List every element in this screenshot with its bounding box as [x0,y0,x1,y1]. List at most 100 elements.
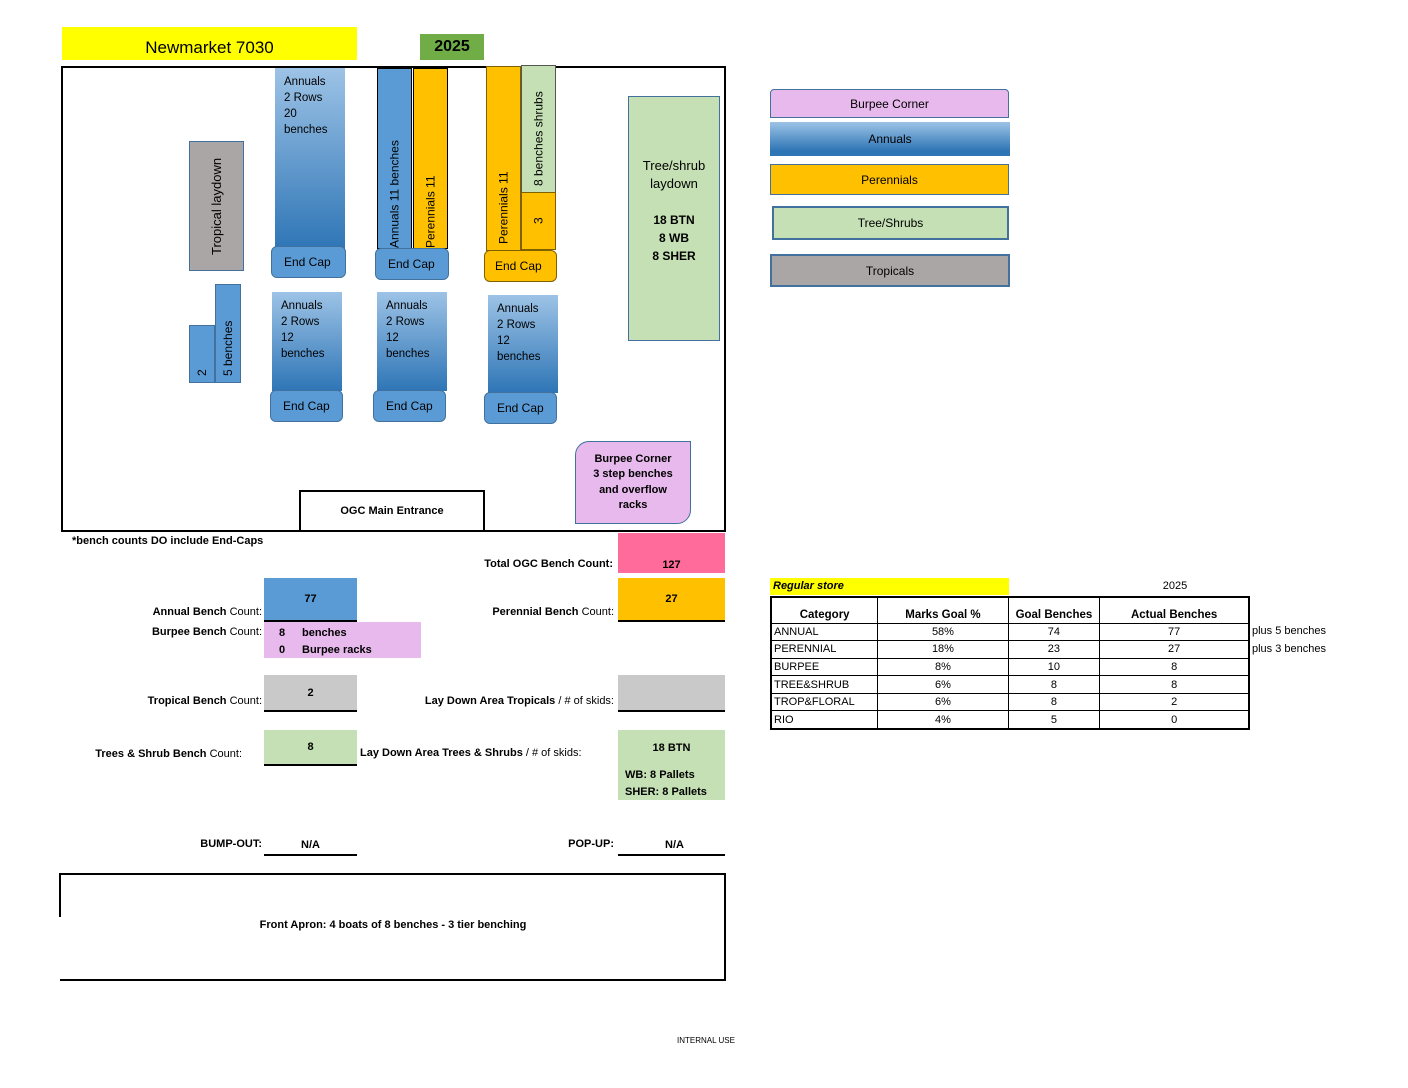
goal-pct-cell: 4% [877,710,1009,730]
annual-5-benches: 5 benches [215,284,241,383]
trees-count-label: Trees & Shrub Bench Count: [95,748,242,760]
burpee-count-label: Burpee Bench Count: [151,626,262,638]
burpee-benches-count: 8 [279,627,286,639]
annual-count: 77 [264,578,357,622]
goal-pct-cell: 58% [877,622,1009,642]
goal-benches-cell: 5 [1007,710,1101,730]
burpee-racks-label: Burpee racks [302,644,372,656]
goal-benches-cell: 74 [1007,622,1101,642]
laydown-tropicals-label: Lay Down Area Tropicals / # of skids: [424,695,614,707]
category-cell: RIO [770,710,879,730]
tropical-count-label: Tropical Bench Count: [147,695,262,707]
trees-count: 8 [264,730,357,766]
category-cell: TROP&FLORAL [770,692,879,712]
sher-pallets: SHER: 8 Pallets [625,786,707,798]
legend-burpee: Burpee Corner [770,89,1009,118]
perennials-11: Perennials 11 [413,68,448,249]
end-cap: End Cap [484,392,557,424]
end-cap: End Cap [484,250,557,282]
end-cap: End Cap [270,390,343,422]
bump-out-value: N/A [264,836,357,856]
annuals-12-benches: Annuals 2 Rows 12 benches [272,292,342,391]
pop-up-value: N/A [618,836,725,856]
table-year: 2025 [1162,580,1188,592]
table-header-row: Category Marks Goal % Goal Benches Actua… [770,596,1250,624]
tree-shrub-title: Tree/shrub laydown [642,158,706,191]
table-title: Regular store [770,578,1009,595]
goal-pct-cell: 6% [877,675,1009,694]
total-count: 127 [618,533,725,573]
annuals-12-benches: Annuals 2 Rows 12 benches [377,292,447,391]
total-count-label: Total OGC Bench Count: [484,558,613,570]
goal-pct-cell: 8% [877,657,1009,677]
goal-benches-cell: 8 [1007,675,1101,694]
category-cell: TREE&SHRUB [770,675,879,694]
goal-pct-cell: 6% [877,692,1009,712]
col-goal-pct: Marks Goal % [877,596,1009,624]
tree-shrub-counts: 18 BTN 8 WB 8 SHER [652,213,696,263]
perennial-count-label: Perennial Bench Count: [492,606,614,618]
wb-pallets: WB: 8 Pallets [625,769,695,781]
goal-benches-cell: 10 [1007,657,1101,677]
legend-perennials: Perennials [770,164,1009,195]
perennials-3: 3 [521,192,556,250]
end-cap: End Cap [375,248,449,280]
goal-benches-cell: 23 [1007,640,1101,659]
legend-annuals: Annuals [770,122,1010,156]
perennials-11: Perennials 11 [486,66,521,251]
burpee-count: 8 benches 0 Burpee racks [264,622,421,658]
laydown-trees-pallets: WB: 8 Pallets SHER: 8 Pallets [618,766,725,800]
actual-benches-cell: 27 [1099,640,1250,659]
actual-benches-cell: 8 [1099,657,1250,677]
legend-tree-shrubs: Tree/Shrubs [772,206,1009,240]
laydown-trees-label: Lay Down Area Trees & Shrubs / # of skid… [360,747,582,759]
col-actual-benches: Actual Benches [1099,596,1250,624]
end-cap: End Cap [271,246,346,278]
annuals-11-benches: Annuals 11 benches [377,68,412,249]
row-note: plus 5 benches [1252,625,1326,637]
shrubs-8-benches: 8 benches shrubs [521,65,556,193]
goals-table: Category Marks Goal % Goal Benches Actua… [770,596,1250,730]
col-goal-benches: Goal Benches [1007,596,1101,624]
main-entrance: OGC Main Entrance [299,490,485,532]
legend-tropicals: Tropicals [770,254,1010,287]
bump-out-label: BUMP-OUT: [200,838,262,850]
annuals-12-benches: Annuals 2 Rows 12 benches [488,295,558,393]
annual-count-label: Annual Bench Count: [152,606,262,618]
col-category: Category [770,596,879,624]
annuals-20-benches: Annuals 2 Rows 20 benches [275,68,345,250]
tree-shrub-laydown: Tree/shrub laydown 18 BTN 8 WB 8 SHER [628,96,720,341]
burpee-racks-count: 0 [279,644,286,656]
store-title: Newmarket 7030 [62,27,357,60]
perennial-count: 27 [618,578,725,622]
goal-pct-cell: 18% [877,640,1009,659]
laydown-tropicals [618,675,725,712]
actual-benches-cell: 8 [1099,675,1250,694]
goal-benches-cell: 8 [1007,692,1101,712]
front-apron-text: Front Apron: 4 boats of 8 benches - 3 ti… [259,919,527,931]
pop-up-label: POP-UP: [568,838,614,850]
category-cell: ANNUAL [770,622,879,642]
actual-benches-cell: 77 [1099,622,1250,642]
row-note: plus 3 benches [1252,642,1326,655]
end-cap: End Cap [373,390,446,422]
burpee-benches-label: benches [302,627,347,639]
footnote: *bench counts DO include End-Caps [72,535,264,547]
category-cell: PERENNIAL [770,640,879,659]
year-badge: 2025 [420,34,484,60]
burpee-corner: Burpee Corner 3 step benches and overflo… [575,441,691,524]
actual-benches-cell: 0 [1099,710,1250,730]
actual-benches-cell: 2 [1099,692,1250,712]
tropical-count: 2 [264,675,357,712]
apron-left-border [59,873,61,917]
category-cell: BURPEE [770,657,879,677]
front-apron [60,873,726,981]
footer-internal-use: INTERNAL USE [677,1036,735,1045]
laydown-trees: 18 BTN [618,730,725,766]
